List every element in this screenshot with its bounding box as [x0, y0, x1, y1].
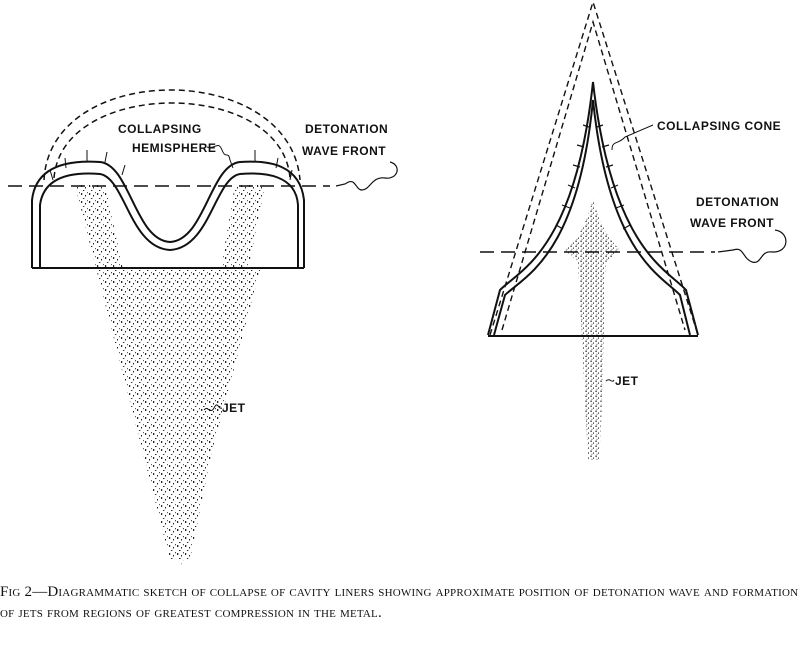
caption-text: —Diagrammatic sketch of collapse of cavi…	[0, 584, 799, 621]
collapse-arrows	[49, 150, 293, 181]
cone-dashed-outer	[489, 0, 699, 336]
label-collapsing: COLLAPSING	[118, 122, 202, 136]
jet-stipple-main	[110, 270, 260, 565]
hemisphere-liner-inner	[39, 172, 299, 268]
hemisphere-leader	[206, 144, 231, 161]
label-jet-right: JET	[615, 374, 639, 388]
label-detonation-left: DETONATION	[305, 122, 388, 136]
figure-caption: Fig 2—Diagrammatic sketch of collapse of…	[0, 582, 800, 624]
jet-stipple-left	[75, 185, 185, 560]
cone-leader	[611, 124, 654, 151]
label-wave-front-left: WAVE FRONT	[302, 144, 386, 158]
wave-leader-left	[335, 161, 398, 191]
hemisphere-diagram: COLLAPSING HEMISPHERE DETONATION WAVE FR…	[8, 89, 398, 565]
cone-liner-inner	[493, 99, 691, 336]
label-detonation-right: DETONATION	[696, 195, 779, 209]
cone-diagram: COLLAPSING CONE DETONATION WAVE FRONT JE…	[480, 0, 787, 460]
cone-jet-stipple	[565, 198, 620, 460]
figure-number: Fig 2	[0, 584, 33, 600]
label-collapsing-cone: COLLAPSING CONE	[657, 119, 781, 133]
label-hemisphere: HEMISPHERE	[132, 141, 216, 155]
hemisphere-liner-outer	[31, 160, 305, 268]
detonation-arc-outer	[43, 89, 301, 181]
label-jet-left: JET	[222, 401, 246, 415]
cone-dashed-inner	[501, 19, 686, 331]
jet-leader-left	[203, 404, 223, 412]
cone-liner-outer	[487, 81, 699, 336]
wave-leader-right	[717, 229, 787, 263]
cone-collapse-arrows	[555, 124, 631, 230]
cavity-liner-diagram: COLLAPSING HEMISPHERE DETONATION WAVE FR…	[8, 0, 787, 565]
jet-leader-right	[605, 379, 615, 382]
detonation-arc-inner	[53, 102, 291, 179]
label-wave-front-right: WAVE FRONT	[690, 216, 774, 230]
